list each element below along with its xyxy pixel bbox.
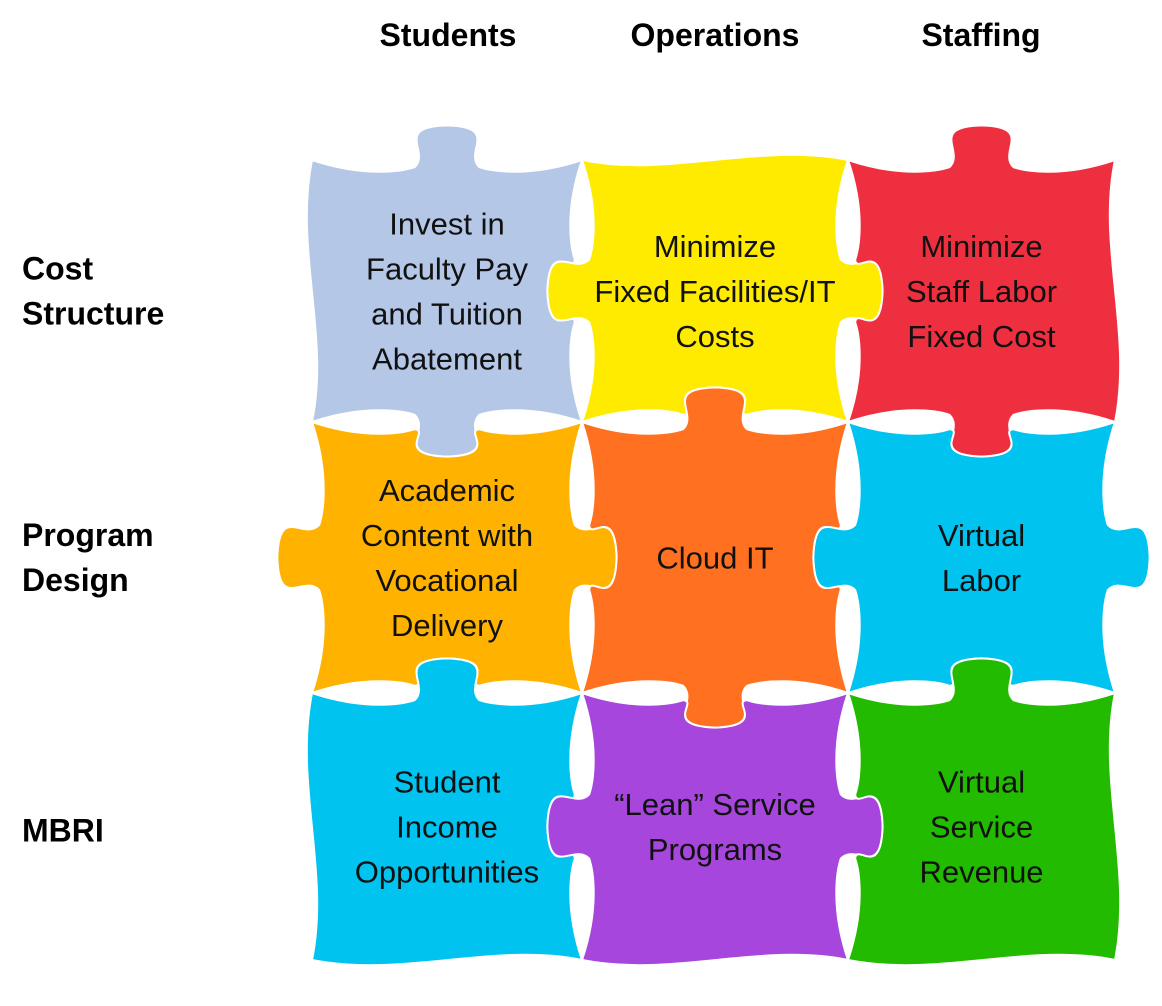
piece-label-line: Minimize xyxy=(654,229,776,264)
piece-label-line: Faculty Pay xyxy=(366,252,528,287)
row-label-line: Cost xyxy=(22,251,93,287)
piece-label-line: Fixed Cost xyxy=(907,319,1056,354)
puzzle-piece-r1-c1 xyxy=(305,124,584,458)
piece-label-line: “Lean” Service xyxy=(614,787,816,822)
piece-label-line: Virtual xyxy=(938,518,1025,553)
piece-label-line: Abatement xyxy=(372,342,522,377)
row-label-line: MBRI xyxy=(22,813,104,849)
piece-label-line: Staff Labor xyxy=(906,274,1057,309)
puzzle-piece-r1-c3 xyxy=(846,124,1122,458)
piece-label-line: Costs xyxy=(675,319,754,354)
puzzle-piece-r3-c3 xyxy=(846,657,1122,967)
row-label-3: MBRI xyxy=(22,813,104,849)
row-label-line: Design xyxy=(22,562,129,598)
piece-label-line: Service xyxy=(930,810,1033,845)
piece-label-line: Income xyxy=(396,810,498,845)
piece-label-line: Minimize xyxy=(920,229,1042,264)
row-label-line: Program xyxy=(22,517,154,553)
piece-label-line: Fixed Facilities/IT xyxy=(594,274,835,309)
piece-label-line: and Tuition xyxy=(371,297,523,332)
piece-label-line: Vocational xyxy=(375,563,518,598)
piece-label-line: Labor xyxy=(942,563,1021,598)
piece-label-r2-c2: Cloud IT xyxy=(656,541,773,576)
piece-label-line: Student xyxy=(394,765,501,800)
column-header-students: Students xyxy=(380,17,517,53)
piece-label-line: Programs xyxy=(648,832,782,867)
puzzle-piece-r2-c3 xyxy=(812,420,1151,695)
column-header-staffing: Staffing xyxy=(921,17,1040,53)
piece-label-line: Delivery xyxy=(391,608,503,643)
column-header-operations: Operations xyxy=(631,17,800,53)
puzzle-piece-r2-c1 xyxy=(276,420,618,695)
piece-label-line: Virtual xyxy=(938,765,1025,800)
piece-label-line: Invest in xyxy=(389,207,504,242)
piece-label-line: Content with xyxy=(361,518,533,553)
row-label-line: Structure xyxy=(22,296,164,332)
piece-label-line: Revenue xyxy=(919,855,1043,890)
puzzle-piece-r3-c2 xyxy=(546,691,884,967)
piece-label-line: Academic xyxy=(379,473,515,508)
piece-label-line: Cloud IT xyxy=(656,541,773,576)
piece-label-line: Opportunities xyxy=(355,855,539,890)
